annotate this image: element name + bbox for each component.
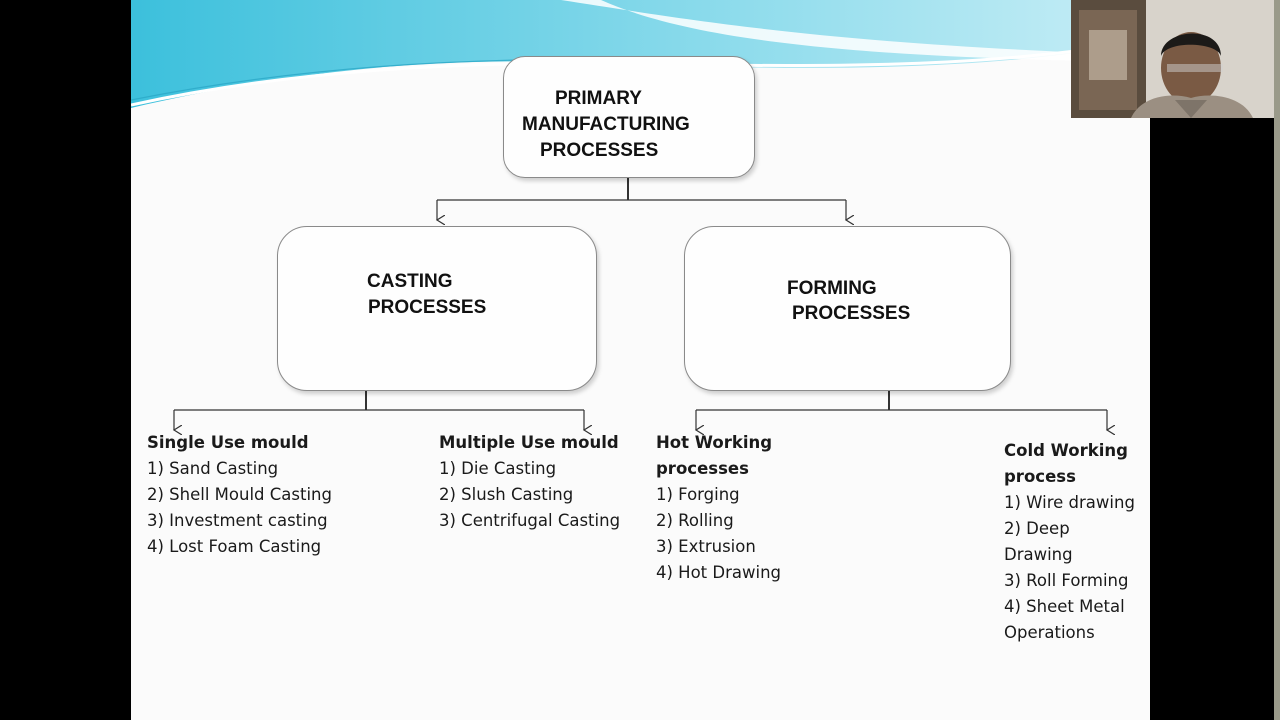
cold-working-heading-line1: Cold Working <box>1004 441 1128 460</box>
root-label-line1: PRIMARY <box>555 88 642 109</box>
multiple-use-heading: Multiple Use mould <box>439 433 619 452</box>
list-item: 1) Forging <box>656 485 740 504</box>
forming-process-box <box>684 226 1011 391</box>
list-item: 3) Roll Forming <box>1004 571 1129 590</box>
root-process-box <box>503 56 755 178</box>
hot-working-heading-line2: processes <box>656 459 749 478</box>
casting-label-line1: CASTING <box>367 271 453 292</box>
list-item: 3) Centrifugal Casting <box>439 511 621 530</box>
list-item: 2) Slush Casting <box>439 485 574 504</box>
list-item: 1) Sand Casting <box>147 459 279 478</box>
list-item: 1) Wire drawing <box>1004 493 1135 512</box>
hot-working-list: Hot Working processes 1) Forging 2) Roll… <box>656 430 781 586</box>
list-item: 2) Shell Mould Casting <box>147 485 332 504</box>
background-edge <box>1274 0 1280 720</box>
casting-label-line2: PROCESSES <box>368 297 487 318</box>
root-label-line2: MANUFACTURING <box>522 114 690 135</box>
single-use-heading: Single Use mould <box>147 433 309 452</box>
cold-working-heading-line2: process <box>1004 467 1076 486</box>
cold-working-list: Cold Working process 1) Wire drawing 2) … <box>1004 438 1135 646</box>
list-item: 4) Lost Foam Casting <box>147 537 322 556</box>
root-label-line3: PROCESSES <box>540 140 659 161</box>
diagram-connectors <box>131 178 1150 720</box>
list-item: Drawing <box>1004 545 1073 564</box>
list-item: 1) Die Casting <box>439 459 557 478</box>
forming-label-line1: FORMING <box>787 278 877 299</box>
list-item: 3) Extrusion <box>656 537 756 556</box>
presenter-webcam <box>1071 0 1274 118</box>
list-item: 4) Hot Drawing <box>656 563 782 582</box>
casting-process-box <box>277 226 597 391</box>
single-use-mould-list: Single Use mould 1) Sand Casting 2) Shel… <box>147 430 332 560</box>
slide: PRIMARY MANUFACTURING PROCESSES CASTING … <box>131 0 1150 720</box>
list-item: 2) Deep <box>1004 519 1070 538</box>
list-item: 3) Investment casting <box>147 511 328 530</box>
list-item: 4) Sheet Metal <box>1004 597 1125 616</box>
hot-working-heading-line1: Hot Working <box>656 433 773 452</box>
list-item: 2) Rolling <box>656 511 734 530</box>
multiple-use-mould-list: Multiple Use mould 1) Die Casting 2) Slu… <box>439 430 620 534</box>
presenter-webcam-icon <box>1071 0 1274 118</box>
forming-label-line2: PROCESSES <box>792 303 911 324</box>
list-item: Operations <box>1004 623 1095 642</box>
